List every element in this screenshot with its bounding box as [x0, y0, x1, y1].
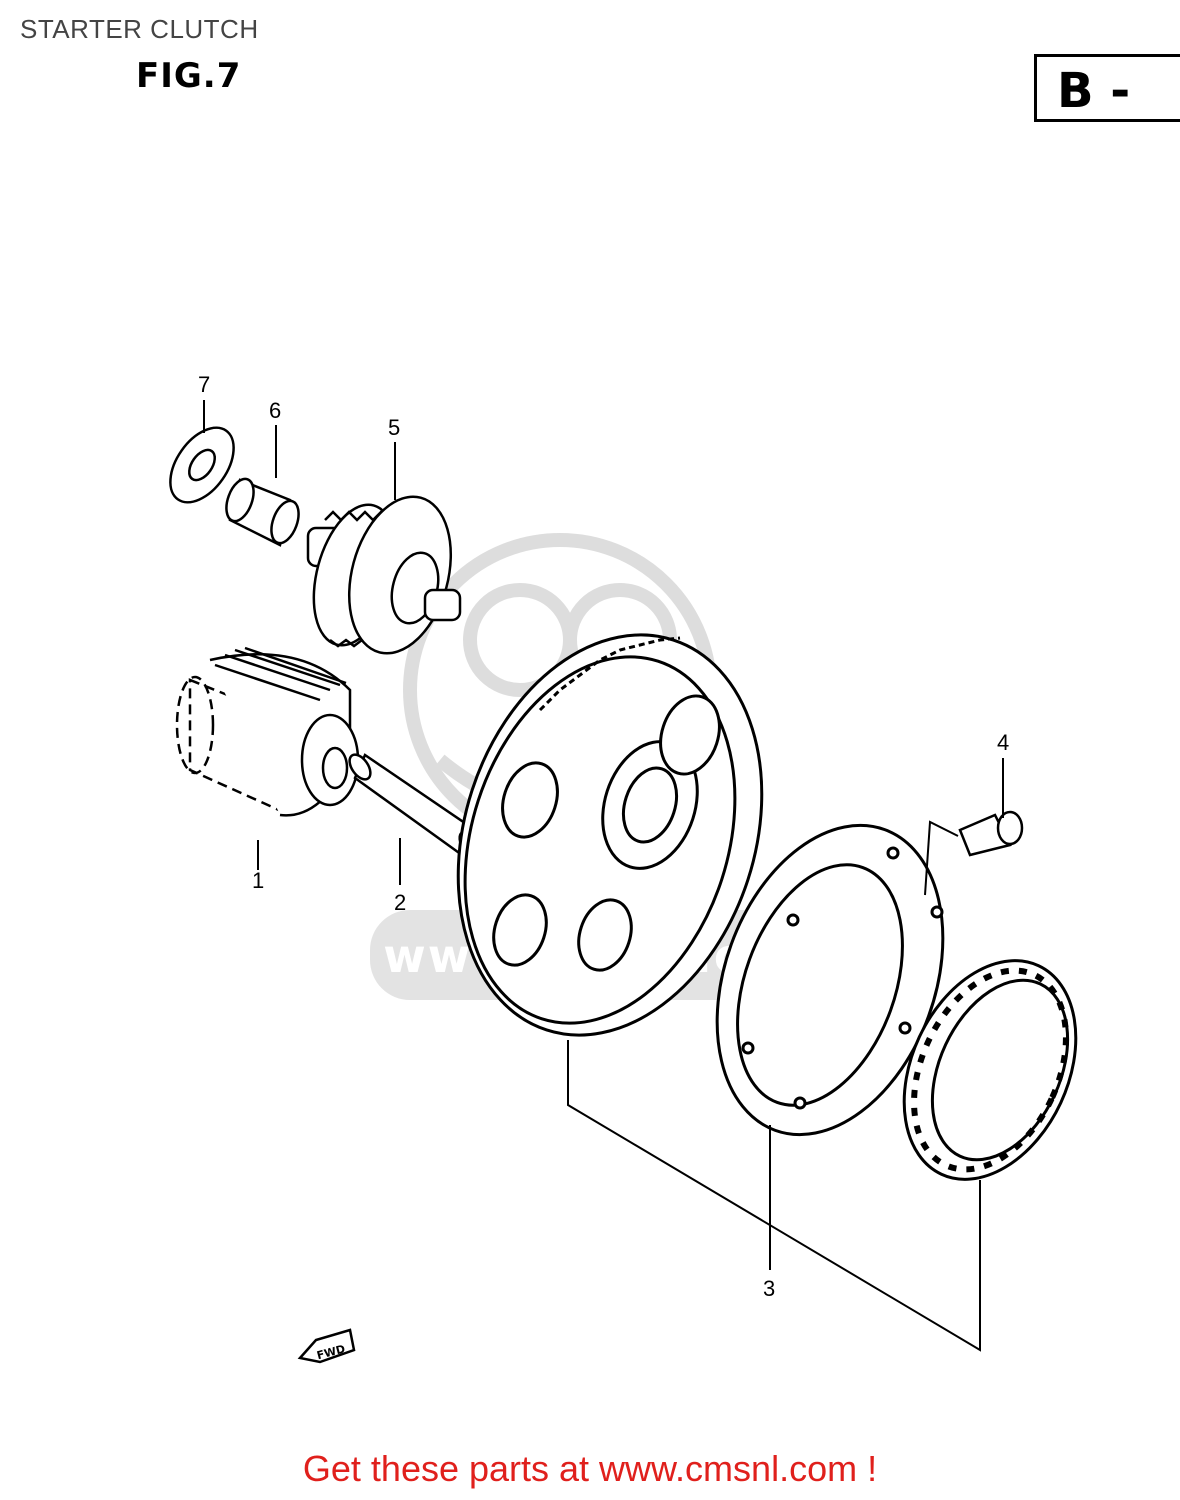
- part-7-washer: [169, 426, 235, 504]
- part-4-bolt: [958, 810, 1024, 857]
- fwd-arrow-icon: FWD: [297, 1328, 356, 1364]
- figure-label: FIG.7: [136, 56, 242, 96]
- callout-6: 6: [269, 398, 281, 423]
- callout-5: 5: [388, 415, 400, 440]
- part-3-clutch-housing: [715, 823, 945, 1137]
- part-6-bushing: [225, 477, 300, 547]
- callout-7: 7: [198, 372, 210, 397]
- get-parts-link[interactable]: Get these parts at www.cmsnl.com !: [302, 1448, 878, 1489]
- section-badge-label: B -: [1057, 63, 1131, 119]
- callout-3: 3: [763, 1276, 775, 1301]
- part-3-one-way-clutch: [902, 959, 1078, 1181]
- leader-lines: [203, 400, 1004, 1352]
- part-5-idle-gear: [306, 495, 462, 655]
- callout-4: 4: [997, 730, 1009, 755]
- callout-2: 2: [394, 890, 406, 915]
- part-3-starter-gear: [456, 633, 764, 1037]
- section-badge: B -: [1034, 54, 1180, 122]
- callout-1: 1: [252, 868, 264, 893]
- page-title: STARTER CLUTCH: [20, 14, 259, 44]
- part-1-gear-cylinder: [175, 646, 360, 817]
